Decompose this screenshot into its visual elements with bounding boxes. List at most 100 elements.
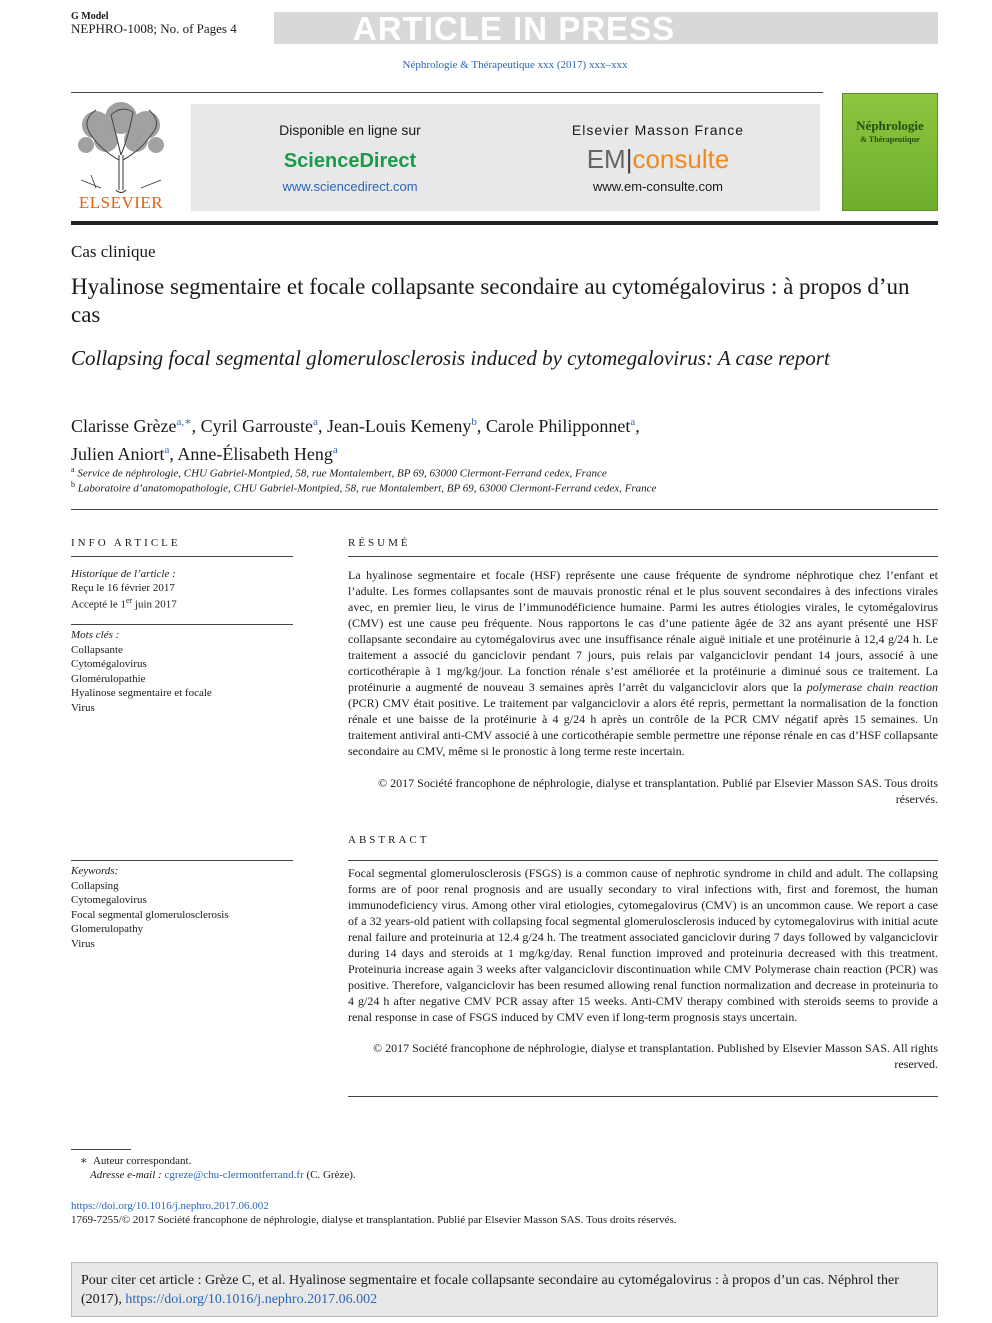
author-name: Cyril Garrouste <box>200 416 314 436</box>
history-heading: Historique de l’article : <box>71 568 176 580</box>
affiliation-text: Service de néphrologie, CHU Gabriel-Mont… <box>77 467 607 480</box>
article-type: Cas clinique <box>71 242 156 261</box>
list-item: Glomerulopathy <box>71 923 144 936</box>
sciencedirect-link[interactable]: www.sciencedirect.com <box>282 179 418 194</box>
list-item: Focal segmental glomerulosclerosis <box>71 908 229 921</box>
email-label: Adresse e-mail : <box>90 1169 162 1181</box>
corresponding-label: Auteur correspondant. <box>92 1155 192 1167</box>
author-affiliation-link[interactable]: a <box>164 444 170 456</box>
issn-copyright: 1769-7255/© 2017 Société francophone de … <box>71 1214 677 1226</box>
author-name: Carole Philipponnet <box>485 416 631 436</box>
list-item: Cytomegalovirus <box>71 894 147 907</box>
g-model-label: G Model <box>71 11 109 22</box>
info-rule <box>71 556 293 557</box>
author-sep: , <box>191 416 201 436</box>
doi-link[interactable]: https://doi.org/10.1016/j.nephro.2017.06… <box>71 1200 269 1212</box>
affiliation-label: a <box>71 465 75 474</box>
mots-cles-heading: Mots clés : <box>71 629 120 641</box>
abstract-copyright: © 2017 Société francophone de néphrologi… <box>372 1041 938 1071</box>
manuscript-id: NEPHRO-1008; No. of Pages 4 <box>71 21 237 36</box>
accepted-sup: er <box>125 596 133 605</box>
mots-cles-list: Collapsante Cytomégalovirus Glomérulopat… <box>71 643 212 715</box>
abstract-end-rule <box>348 1096 938 1097</box>
resume-text-italic: polymerase chain reaction <box>806 680 938 694</box>
accepted-post: juin 2017 <box>132 598 177 611</box>
list-item: Virus <box>71 937 95 950</box>
banner-top-rule <box>71 92 823 93</box>
abstract-body: Focal segmental glomerulosclerosis (FSGS… <box>348 866 938 1024</box>
email-who: (C. Grèze). <box>306 1169 356 1181</box>
author-name: Clarisse Grèze <box>71 416 177 436</box>
keywords-rule <box>71 860 293 861</box>
author-affiliation-link[interactable]: b <box>471 416 477 428</box>
keywords-heading: Keywords: <box>71 865 119 877</box>
emc-em: EM <box>586 144 626 174</box>
cover-subtitle: & Thérapeutique <box>860 135 920 144</box>
article-in-press-label: ARTICLE IN PRESS <box>352 10 676 47</box>
footnote-rule <box>71 1149 131 1150</box>
author-sep: , <box>635 416 640 436</box>
abstract-rule <box>348 860 938 861</box>
resume-heading: RÉSUMÉ <box>348 537 411 549</box>
author-affiliation-link[interactable]: a,∗ <box>176 416 192 428</box>
emc-bar: | <box>625 144 633 174</box>
list-item: Collapsing <box>71 880 119 892</box>
article-title-en: Collapsing focal segmental glomeruloscle… <box>71 346 830 370</box>
resume-text-2: (PCR) CMV était positive. Le traitement … <box>348 696 938 758</box>
author-affiliation-link[interactable]: a <box>332 444 338 456</box>
author-name: Jean-Louis Kemeny <box>326 416 472 436</box>
citation-box <box>71 1262 938 1317</box>
journal-cover-thumbnail[interactable] <box>842 93 938 211</box>
cover-title: Néphrologie <box>856 118 924 133</box>
author-sep: , <box>476 416 486 436</box>
received-date: Reçu le 16 février 2017 <box>71 582 175 594</box>
elsevier-wordmark: ELSEVIER <box>78 193 164 212</box>
corresponding-author-note: ∗ Auteur correspondant. <box>80 1154 191 1167</box>
footnote-star: ∗ <box>80 1155 88 1167</box>
emconsulte-logo[interactable]: EM|consulte <box>500 144 816 175</box>
author-sep: , <box>317 416 327 436</box>
affiliation-label: b <box>71 480 75 489</box>
accepted-date: Accepté le 1er juin 2017 <box>71 596 177 611</box>
author-affiliation-link[interactable]: a <box>313 416 318 428</box>
email-link[interactable]: cgreze@chu-clermontferrand.fr <box>164 1169 304 1181</box>
available-online-label: Disponible en ligne sur <box>279 122 421 138</box>
list-item: Collapsante <box>71 644 123 656</box>
author-list: Clarisse Grèzea,∗, Cyril Garroustea, Jea… <box>71 410 931 466</box>
list-item: Virus <box>71 701 95 714</box>
author-name: Julien Aniort <box>71 444 165 464</box>
resume-rule <box>348 556 938 557</box>
list-item: Cytomégalovirus <box>71 658 147 671</box>
abstract-heading: ABSTRACT <box>348 834 430 846</box>
emc-consulte: consulte <box>632 144 730 174</box>
email-note: Adresse e-mail : cgreze@chu-clermontferr… <box>90 1169 356 1181</box>
sciencedirect-logo[interactable]: ScienceDirect <box>283 150 417 172</box>
author-affiliation-link[interactable]: a <box>630 416 636 428</box>
article-title-fr: Hyalinose segmentaire et focale collapsa… <box>71 274 910 327</box>
citation-text: Pour citer cet article : Grèze C, et al.… <box>81 1271 931 1309</box>
citation-body: Pour citer cet article : Grèze C, et al.… <box>81 1273 899 1307</box>
affiliation-a: a Service de néphrologie, CHU Gabriel-Mo… <box>71 465 607 480</box>
publisher-banner-box <box>191 104 820 211</box>
masson-label: Elsevier Masson France <box>571 122 745 138</box>
resume-copyright: © 2017 Société francophone de néphrologi… <box>378 776 938 806</box>
author-name: Anne-Élisabeth Heng <box>177 444 333 464</box>
resume-text-1: La hyalinose segmentaire et focale (HSF)… <box>348 568 938 694</box>
list-item: Hyalinose segmentaire et focale <box>71 687 212 700</box>
emconsulte-link[interactable]: www.em-consulte.com <box>592 179 724 194</box>
keywords-list: Collapsing Cytomegalovirus Focal segment… <box>71 879 229 951</box>
info-article-heading: INFO ARTICLE <box>71 537 181 549</box>
history-rule <box>71 624 293 625</box>
journal-reference[interactable]: Néphrologie & Thérapeutique xxx (2017) x… <box>402 59 628 71</box>
accepted-pre: Accepté le 1 <box>71 598 126 611</box>
list-item: Glomérulopathie <box>71 672 146 685</box>
resume-body: La hyalinose segmentaire et focale (HSF)… <box>348 567 938 759</box>
article-in-press-bar <box>274 12 938 44</box>
author-sep: , <box>169 444 178 464</box>
elsevier-tree-logo <box>78 102 164 193</box>
affiliation-rule <box>71 509 938 510</box>
affiliation-text: Laboratoire d’anatomopathologie, CHU Gab… <box>77 482 657 495</box>
affiliation-b: b Laboratoire d’anatomopathologie, CHU G… <box>71 480 656 495</box>
citation-doi-link[interactable]: https://doi.org/10.1016/j.nephro.2017.06… <box>125 1292 378 1307</box>
banner-bottom-rule <box>71 221 938 225</box>
